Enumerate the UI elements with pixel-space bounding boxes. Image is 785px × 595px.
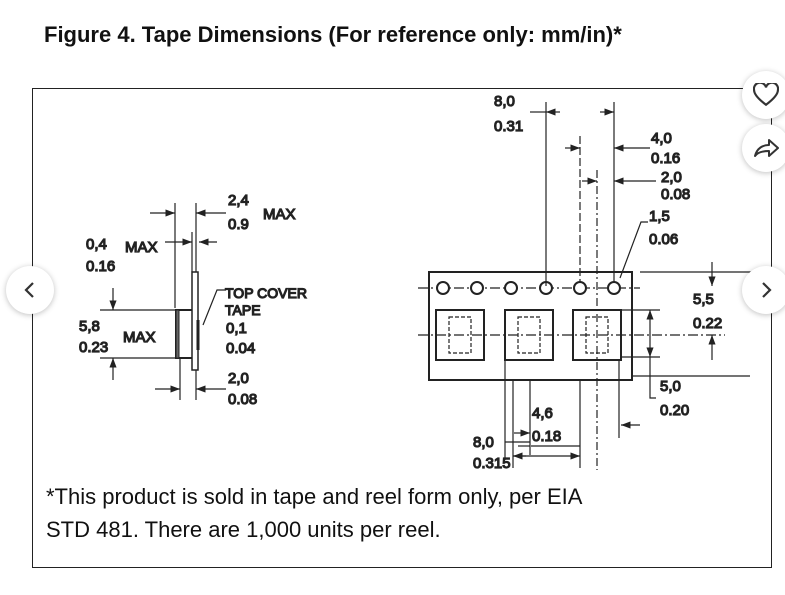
dim-label: 0.20 bbox=[660, 402, 689, 419]
dim-label: MAX bbox=[123, 329, 156, 346]
heart-icon bbox=[753, 83, 779, 107]
tape-side-view: 2,4 0.9 MAX 0,4 0.16 MAX 5,8 0.23 MAX TO… bbox=[78, 191, 307, 408]
dim-label: MAX bbox=[125, 239, 158, 256]
like-button[interactable] bbox=[742, 71, 785, 119]
dim-label: 4,0 bbox=[651, 130, 672, 147]
dim-label: TAPE bbox=[225, 302, 261, 318]
dim-label: 0.23 bbox=[79, 339, 108, 356]
dim-label: 0.08 bbox=[228, 391, 257, 408]
dim-label: 0.04 bbox=[226, 340, 255, 357]
dim-label: 2,0 bbox=[228, 370, 249, 387]
figure-frame bbox=[32, 88, 772, 568]
dim-label: 0,1 bbox=[226, 320, 247, 337]
dim-label: 2,0 bbox=[661, 169, 682, 186]
figure-title: Figure 4. Tape Dimensions (For reference… bbox=[44, 22, 622, 47]
dim-label: 0.16 bbox=[651, 150, 680, 167]
dim-label: 0.18 bbox=[532, 428, 561, 445]
dim-label: 0.06 bbox=[649, 231, 678, 248]
dim-label: 0.9 bbox=[228, 216, 249, 233]
dim-label: 0.22 bbox=[693, 315, 722, 332]
dim-label: MAX bbox=[263, 206, 296, 223]
dim-label: 0,4 bbox=[86, 236, 107, 253]
dim-label: 2,4 bbox=[228, 192, 249, 209]
chevron-left-icon bbox=[24, 282, 34, 298]
dim-label: TOP COVER bbox=[225, 285, 307, 301]
dim-label: 8,0 bbox=[494, 93, 515, 110]
tape-top-view: 8,0 0.31 4,0 0.16 2,0 0.08 1,5 0.06 5,5 … bbox=[418, 92, 770, 473]
footnote-line: *This product is sold in tape and reel f… bbox=[46, 484, 583, 509]
dim-label: 0.315 bbox=[473, 455, 511, 472]
dim-label: 4,6 bbox=[532, 405, 553, 422]
dim-label: 5,8 bbox=[79, 318, 100, 335]
dim-label: 0.31 bbox=[494, 118, 523, 135]
share-button[interactable] bbox=[742, 124, 785, 172]
share-icon bbox=[754, 139, 779, 157]
previous-image-button[interactable] bbox=[6, 266, 54, 314]
next-image-button[interactable] bbox=[742, 266, 785, 314]
chevron-right-icon bbox=[762, 282, 772, 298]
dim-label: 1,5 bbox=[649, 208, 670, 225]
dim-label: 8,0 bbox=[473, 434, 494, 451]
dim-label: 5,0 bbox=[660, 378, 681, 395]
footnote-line: STD 481. There are 1,000 units per reel. bbox=[46, 517, 441, 542]
dim-label: 5,5 bbox=[693, 291, 714, 308]
figure-footnote: *This product is sold in tape and reel f… bbox=[46, 480, 766, 546]
dim-label: 0.16 bbox=[86, 258, 115, 275]
dim-label: 0.08 bbox=[661, 186, 690, 203]
